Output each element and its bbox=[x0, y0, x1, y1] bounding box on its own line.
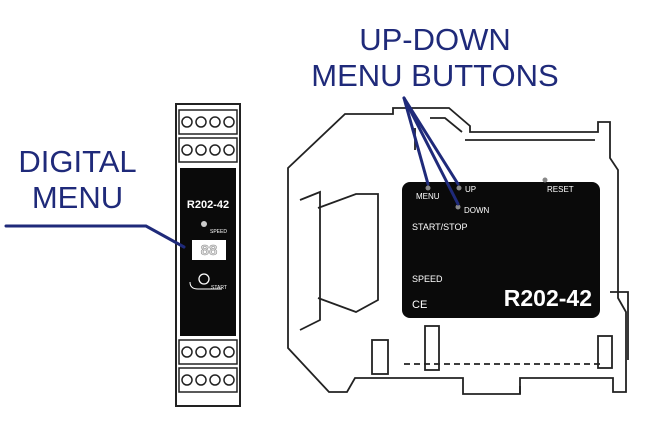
side-up-label: UP bbox=[465, 185, 476, 194]
side-reset-label: RESET bbox=[547, 185, 574, 194]
side-model-label: R202-42 bbox=[504, 285, 592, 311]
digital-callout-line1: DIGITAL bbox=[18, 144, 137, 179]
side-down-label: DOWN bbox=[464, 206, 490, 215]
leader-menu bbox=[402, 96, 430, 186]
enclosure-outline bbox=[287, 107, 627, 395]
display-value: 88 bbox=[201, 242, 218, 259]
side-menu-label: MENU bbox=[416, 192, 440, 201]
center-slot bbox=[424, 325, 440, 371]
top-terminal-block bbox=[178, 109, 238, 163]
bottom-terminal-block bbox=[178, 339, 238, 393]
left-slot bbox=[371, 339, 389, 375]
leader-digital bbox=[4, 224, 186, 249]
digital-menu-callout: DIGITAL MENU bbox=[0, 144, 155, 216]
front-speed-label: SPEED bbox=[210, 229, 227, 235]
up-down-callout: UP-DOWN MENU BUTTONS bbox=[270, 22, 600, 94]
front-model-label: R202-42 bbox=[187, 199, 229, 211]
start-button-icon[interactable] bbox=[198, 273, 210, 285]
down-button-icon[interactable] bbox=[455, 204, 461, 210]
side-enclosure bbox=[287, 107, 629, 395]
digital-display bbox=[192, 240, 226, 260]
right-slot bbox=[597, 335, 613, 369]
reset-button-icon[interactable] bbox=[542, 177, 548, 183]
callout-leaders bbox=[4, 96, 460, 249]
digital-callout-line2: MENU bbox=[31, 180, 124, 215]
up-down-callout-line1: UP-DOWN bbox=[359, 22, 511, 57]
side-speed-label: SPEED bbox=[412, 274, 443, 284]
leader-down bbox=[402, 96, 460, 206]
speed-button-icon[interactable] bbox=[201, 221, 207, 227]
menu-button-icon[interactable] bbox=[425, 185, 431, 191]
front-start-label: START bbox=[211, 285, 227, 291]
leader-up bbox=[402, 96, 460, 186]
ce-mark: CE bbox=[412, 299, 427, 311]
up-button-icon[interactable] bbox=[456, 185, 462, 191]
side-panel bbox=[402, 182, 600, 318]
side-start-stop-label: START/STOP bbox=[412, 222, 468, 232]
front-module: R202-42 SPEED 88 START bbox=[175, 103, 241, 407]
up-down-callout-line2: MENU BUTTONS bbox=[311, 58, 559, 93]
